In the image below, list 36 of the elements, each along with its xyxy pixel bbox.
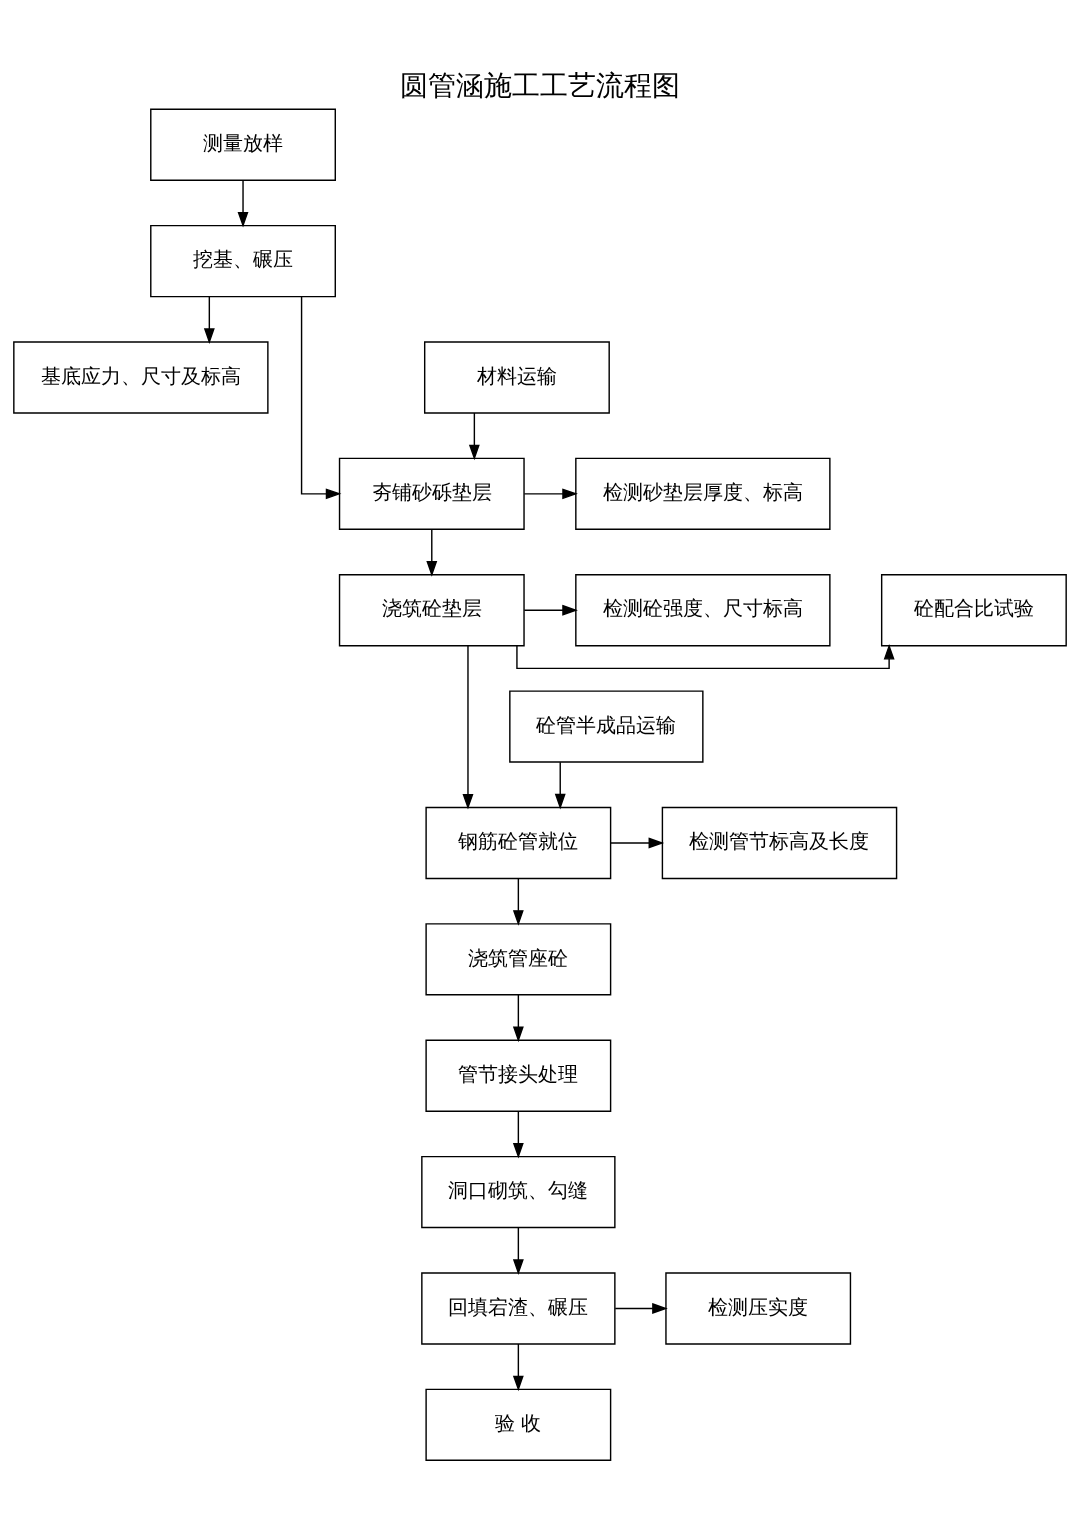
arrow [516, 643, 895, 670]
arrow [237, 179, 249, 228]
arrow [300, 296, 342, 500]
diagram-title: 圆管涵施工工艺流程图 [400, 69, 680, 103]
node-box: 浇筑管座砼 [425, 923, 612, 996]
node-box: 材料运输 [424, 341, 610, 414]
arrow [512, 994, 524, 1043]
node-box: 浇筑砼垫层 [338, 574, 525, 647]
node-box: 钢筋砼管就位 [425, 806, 612, 880]
arrow [610, 837, 665, 849]
node-box: 测量放样 [150, 108, 336, 181]
node-box: 挖基、碾压 [150, 224, 336, 298]
node-box: 管节接头处理 [425, 1039, 612, 1112]
arrow [512, 877, 524, 926]
node-box: 砼管半成品运输 [509, 690, 704, 763]
arrow [554, 761, 566, 810]
node-box: 检测管节标高及长度 [661, 806, 898, 880]
arrow [512, 1226, 524, 1275]
arrow [512, 1110, 524, 1159]
node-box: 检测压实度 [665, 1272, 852, 1345]
arrow [614, 1303, 668, 1314]
arrow [512, 1343, 524, 1392]
arrow [203, 295, 215, 344]
node-box: 检测砂垫层厚度、标高 [575, 457, 831, 531]
node-box: 洞口砌筑、勾缝 [421, 1155, 616, 1229]
node-box: 检测砼强度、尺寸标高 [575, 574, 831, 647]
arrow [523, 488, 578, 500]
arrow [523, 604, 578, 616]
node-box: 基底应力、尺寸及标高 [13, 341, 269, 414]
node-box: 砼配合比试验 [880, 574, 1067, 647]
node-box: 夯铺砂砾垫层 [338, 457, 525, 531]
arrow [426, 528, 438, 577]
node-box: 验 收 [425, 1388, 612, 1462]
arrow [468, 412, 480, 461]
node-box: 回填宕渣、碾压 [421, 1272, 616, 1345]
arrow [462, 645, 474, 810]
